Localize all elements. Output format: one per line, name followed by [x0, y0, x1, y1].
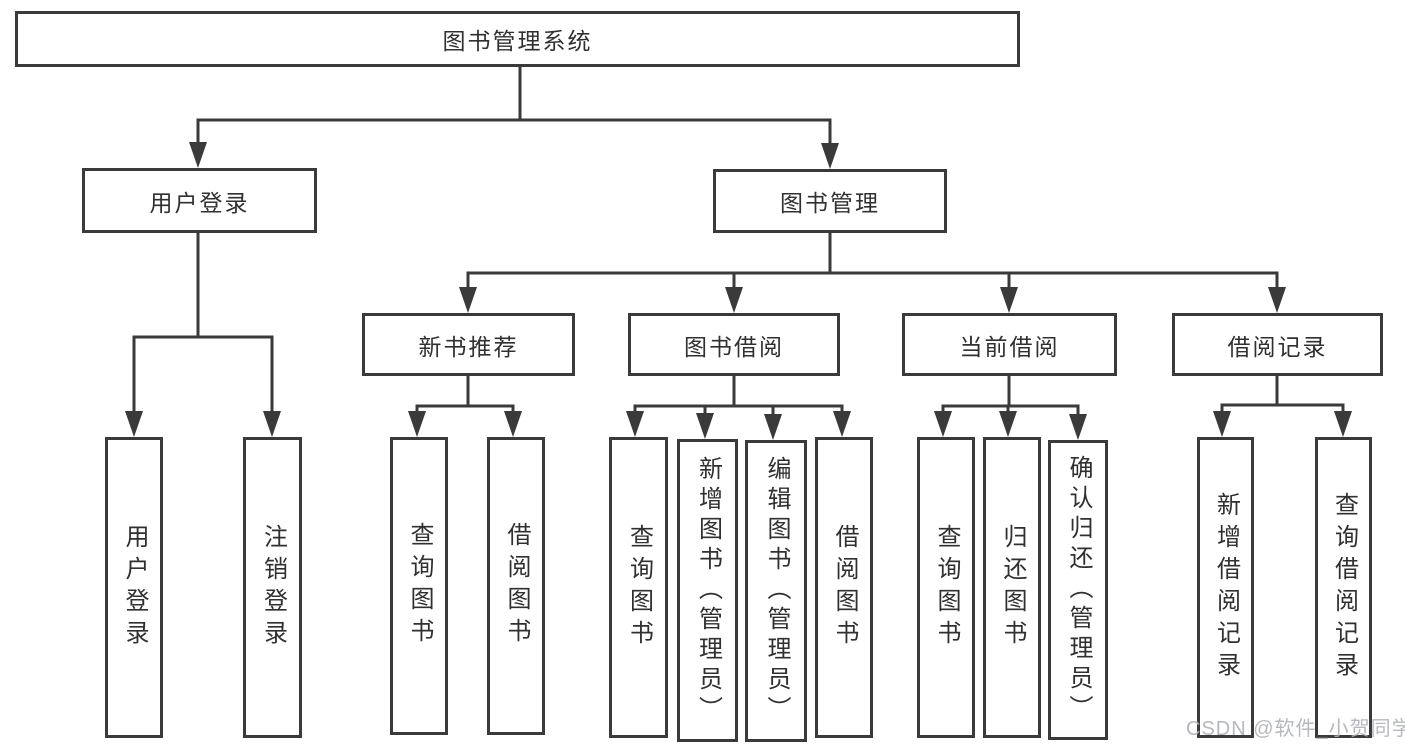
- connector-book-borrowing-to-leaves: [626, 376, 851, 440]
- connector-new-book-recommend-to-leaves: [408, 376, 522, 437]
- arrowhead-borrow-book-2: [833, 411, 851, 437]
- connector-borrowing-records-to-leaves: [1213, 376, 1352, 437]
- node-logout-leaf: 注销登录: [243, 437, 302, 738]
- arrowhead-add-book-admin: [696, 413, 714, 439]
- connector-root-to-level2: [189, 67, 839, 169]
- node-edit-book-admin: 编辑图书（管理员）: [745, 440, 807, 742]
- arrowhead-book-borrowing: [725, 287, 743, 313]
- node-label: 图书管理系统: [442, 28, 593, 54]
- arrowhead-confirm-return-admin: [1069, 414, 1087, 440]
- connector-current-borrowing-to-leaves: [934, 376, 1087, 440]
- arrowhead-query-book-2: [626, 411, 644, 437]
- node-label: 归还图书: [999, 523, 1026, 652]
- arrowhead-edit-book-admin: [764, 414, 782, 440]
- node-add-borrow-record: 新增借阅记录: [1197, 437, 1254, 738]
- connector-lines: [633, 376, 844, 418]
- node-borrowing-records: 借阅记录: [1172, 313, 1383, 376]
- node-label: 查询借阅记录: [1330, 491, 1358, 684]
- arrowhead-current-borrowing: [1000, 287, 1018, 313]
- node-borrow-book-1: 借阅图书: [487, 437, 545, 735]
- arrowhead-query-borrow-record: [1334, 411, 1352, 437]
- arrowhead-add-borrow-record: [1213, 411, 1231, 437]
- arrowhead-borrow-book-1: [504, 411, 522, 437]
- node-book-management: 图书管理: [713, 169, 947, 233]
- node-label: 借阅图书: [503, 522, 530, 650]
- node-label: 查询图书: [625, 523, 653, 652]
- node-query-book-2: 查询图书: [609, 437, 668, 738]
- node-label: 注销登录: [259, 523, 287, 652]
- node-user-login: 用户登录: [82, 168, 317, 233]
- node-library-management-system: 图书管理系统: [15, 11, 1020, 67]
- node-query-book-3: 查询图书: [917, 437, 975, 738]
- connector-book-management-to-level3: [459, 233, 1286, 313]
- arrowhead-book-management: [821, 143, 839, 169]
- watermark-text: CSDN @软件_小贺同学: [1186, 718, 1405, 740]
- connector-user-login-to-leaves: [125, 233, 281, 437]
- node-return-book: 归还图书: [983, 437, 1041, 738]
- node-label: 图书借阅: [684, 333, 784, 360]
- node-add-book-admin: 新增图书（管理员）: [677, 439, 738, 742]
- node-label: 新增图书（管理员）: [694, 455, 722, 726]
- node-label: 确认归还（管理员）: [1065, 455, 1092, 725]
- node-borrow-book-2: 借阅图书: [815, 437, 873, 738]
- arrowhead-borrowing-records: [1268, 287, 1286, 313]
- node-confirm-return-admin: 确认归还（管理员）: [1048, 440, 1108, 740]
- node-book-borrowing: 图书借阅: [628, 313, 840, 376]
- arrowhead-return-book: [999, 411, 1017, 437]
- node-current-borrowing: 当前借阅: [902, 313, 1117, 376]
- node-label: 查询图书: [933, 523, 960, 652]
- arrowhead-new-book-recommend: [459, 287, 477, 313]
- node-label: 借阅记录: [1227, 333, 1328, 360]
- connector-lines: [196, 67, 832, 149]
- node-query-borrow-record: 查询借阅记录: [1315, 437, 1372, 738]
- node-label: 图书管理: [780, 190, 880, 216]
- node-label: 当前借阅: [959, 333, 1060, 360]
- node-label: 用户登录: [149, 189, 250, 216]
- connector-lines: [1220, 376, 1345, 418]
- connector-lines: [132, 233, 274, 418]
- connector-lines: [466, 233, 1279, 294]
- node-query-book-1: 查询图书: [390, 437, 448, 735]
- node-user-login-leaf: 用户登录: [105, 437, 163, 738]
- arrowhead-user-login: [189, 142, 207, 168]
- node-label: 用户登录: [121, 523, 148, 652]
- node-label: 新书推荐: [418, 333, 519, 360]
- node-label: 编辑图书（管理员）: [763, 456, 790, 726]
- node-label: 查询图书: [406, 522, 433, 650]
- connector-lines: [415, 376, 515, 418]
- arrowhead-query-book-1: [408, 411, 426, 437]
- node-label: 新增借阅记录: [1212, 491, 1240, 684]
- node-new-book-recommend: 新书推荐: [362, 313, 575, 376]
- arrowhead-query-book-3: [934, 411, 952, 437]
- arrowhead-logout-leaf: [263, 411, 281, 437]
- arrowhead-user-login-leaf: [125, 411, 143, 437]
- node-label: 借阅图书: [831, 523, 858, 652]
